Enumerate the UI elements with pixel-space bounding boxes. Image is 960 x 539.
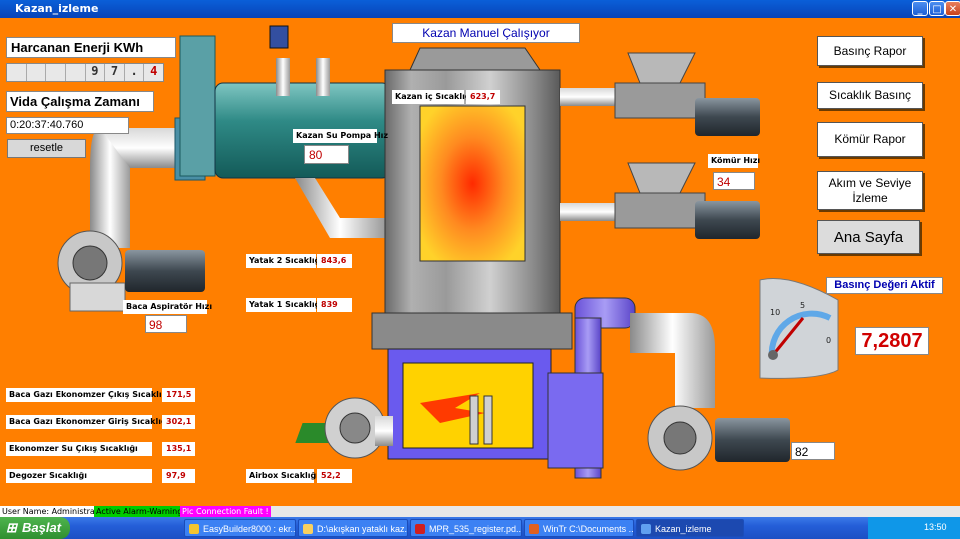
coal-report-button[interactable]: Kömür Rapor [817, 122, 923, 157]
economizer-water-exit-label: Ekonomzer Su Çıkış Sıcaklığı [6, 442, 152, 456]
hopper-bottom [627, 162, 696, 194]
home-button[interactable]: Ana Sayfa [817, 220, 920, 254]
right-fan-value: 82 [791, 442, 835, 460]
status-fault: Plc Connection Fault ! [180, 506, 271, 517]
bed2-temp-value: 843,6 [317, 254, 352, 268]
degasser-temp-label: Degozer Sıcaklığı [6, 469, 152, 483]
folder-icon [303, 524, 313, 534]
window-icon [641, 524, 651, 534]
reset-button[interactable]: resetle [7, 139, 86, 158]
economizer-exit-value: 171,5 [162, 388, 195, 402]
pdf-icon [415, 524, 425, 534]
tank-side [179, 35, 216, 177]
window-title: Kazan_izleme [15, 2, 99, 15]
counter-digit [7, 64, 27, 81]
economizer-inlet-value: 302,1 [162, 415, 195, 429]
counter-digit: 9 [86, 64, 106, 81]
flue-fan-speed-value: 98 [145, 315, 187, 333]
status-alarm: Active Alarm-Warning: 0 [94, 506, 195, 517]
taskbar: ⊞ Başlat EasyBuilder8000 : ekr... D:\akı… [0, 517, 960, 539]
status-user: User Name: Administrator [0, 506, 109, 517]
counter-digit: 4 [150, 64, 158, 78]
windows-logo-icon: ⊞ [6, 520, 17, 535]
boiler-inner-temp-value: 623,7 [466, 90, 500, 104]
app-icon [189, 524, 199, 534]
pressure-value: 7,2807 [855, 327, 929, 355]
clock: 13:50 [924, 522, 947, 532]
boiler-inner-temp-label: Kazan iç Sıcaklığı [392, 90, 473, 104]
degasser-temp-value: 97,9 [162, 469, 195, 483]
counter-digit [46, 64, 66, 81]
hopper-top [627, 52, 696, 84]
minimize-button[interactable]: _ [912, 1, 928, 16]
counter-digit: . [125, 64, 145, 81]
gauge-tick-5: 5 [800, 301, 805, 310]
economizer-inlet-label: Baca Gazı Ekonomzer Giriş Sıcaklığı [6, 415, 169, 429]
process-diagram: 10 5 0 [57, 25, 839, 479]
boiler-fire [419, 105, 526, 262]
screw-time-title: Vida Çalışma Zamanı [6, 91, 154, 112]
economizer-exit-label: Baca Gazı Ekonomzer Çıkış Sıcaklığı [6, 388, 170, 402]
energy-title: Harcanan Enerji KWh [6, 37, 176, 58]
gauge-tick-0: 0 [826, 336, 831, 345]
current-level-button[interactable]: Akım ve Seviye İzleme [817, 171, 923, 210]
maximize-button[interactable]: □ [929, 1, 945, 16]
task-easybuilder[interactable]: EasyBuilder8000 : ekr... [184, 519, 296, 537]
boiler-status-banner: Kazan Manuel Çalışıyor [392, 23, 580, 43]
coal-speed-label: Kömür Hızı [708, 154, 760, 168]
bed1-temp-label: Yatak 1 Sıcaklığı [246, 298, 323, 312]
counter-digit [27, 64, 47, 81]
screw-time-value: 0:20:37:40.760 [6, 117, 129, 134]
task-wintr[interactable]: WinTr C:\Documents ... [524, 519, 634, 537]
task-kazan-izleme[interactable]: Kazan_izleme [636, 519, 744, 537]
airbox-temp-value: 52,2 [317, 469, 352, 483]
start-button[interactable]: ⊞ Başlat [0, 517, 70, 539]
water-pump-speed-label: Kazan Su Pompa Hız [293, 129, 388, 143]
flue-fan-speed-label: Baca Aspiratör Hızı [123, 300, 212, 314]
motor-left [125, 250, 205, 292]
pressure-report-button[interactable]: Basınç Rapor [817, 36, 923, 66]
pipe-left-elbow [90, 128, 130, 248]
pressure-gauge [759, 278, 839, 379]
status-bar: User Name: Administrator Active Alarm-Wa… [0, 506, 960, 517]
economizer-water-exit-value: 135,1 [162, 442, 195, 456]
bed1-temp-value: 839 [317, 298, 352, 312]
system-tray: 13:50 [868, 517, 960, 539]
window-titlebar: Kazan_izleme _ □ ✕ [0, 0, 960, 18]
task-explorer[interactable]: D:\akışkan yataklı kaz... [298, 519, 408, 537]
motor-right [715, 418, 790, 462]
energy-counter: 9 7 . 4 [6, 63, 164, 82]
counter-digit [66, 64, 86, 81]
task-pdf[interactable]: MPR_535_register.pd... [410, 519, 522, 537]
temperature-pressure-button[interactable]: Sıcaklık Basınç [817, 82, 923, 109]
water-pump-speed-value: 80 [304, 145, 349, 164]
coal-speed-value: 34 [713, 172, 755, 190]
counter-digit: 7 [105, 64, 125, 81]
pressure-active-label: Basınç Değeri Aktif [826, 277, 943, 294]
close-button[interactable]: ✕ [945, 1, 960, 16]
gauge-tick-10: 10 [770, 308, 780, 317]
app-icon [529, 524, 539, 534]
bed2-temp-label: Yatak 2 Sıcaklığı [246, 254, 323, 268]
airbox-temp-label: Airbox Sıcaklığı [246, 469, 319, 483]
